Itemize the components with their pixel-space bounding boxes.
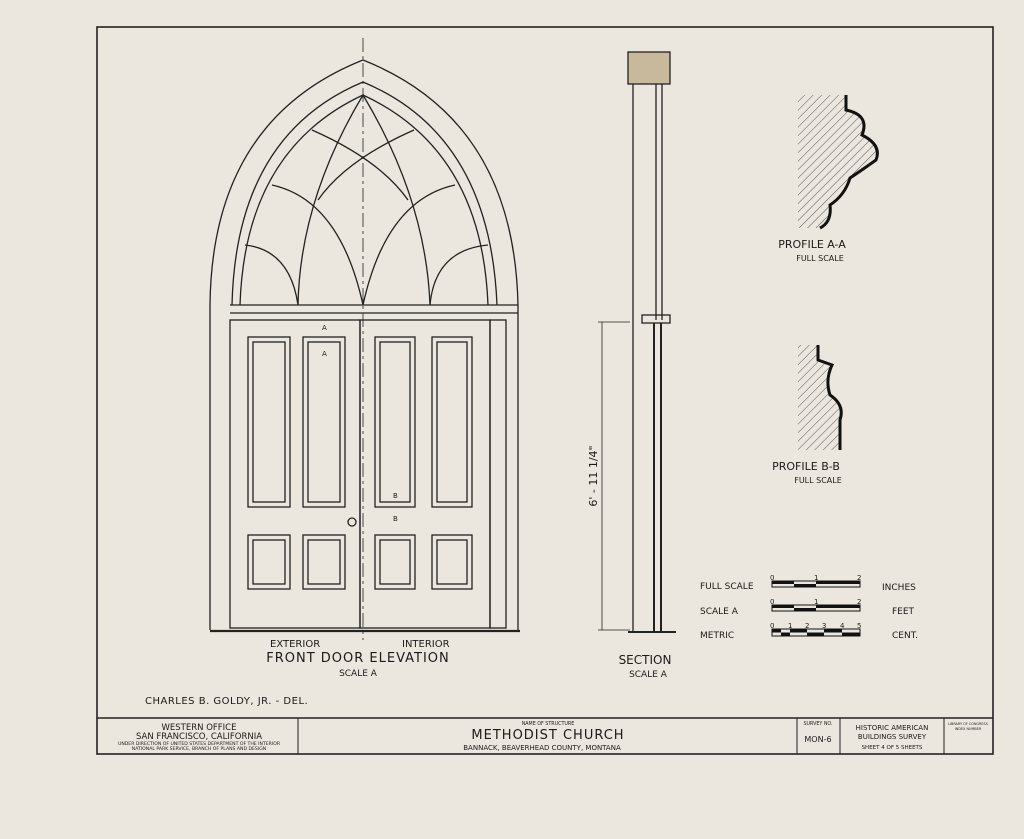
elevation-scale: SCALE A [339,669,378,679]
office: WESTERN OFFICE [162,723,237,733]
mark-a1: A [322,324,327,332]
tick: 2 [805,622,809,630]
scale-a-unit: FEET [892,607,915,617]
tick: 3 [822,622,826,630]
service: NATIONAL PARK SERVICE, BRANCH OF PLANS A… [132,746,266,752]
scale-metric-unit: CENT. [892,631,918,641]
city: SAN FRANCISCO, CALIFORNIA [136,732,262,742]
sheet-number: SHEET 4 OF 5 SHEETS [862,745,923,751]
survey-number: MON-6 [804,735,831,744]
mark-b1: B [393,492,398,500]
tick: 2 [857,598,861,606]
habs-line2: BUILDINGS SURVEY [858,733,927,741]
tick: 1 [814,598,818,606]
door-section [598,51,676,633]
scale-metric-label: METRIC [700,631,734,641]
profile-b-title: PROFILE B-B [772,460,840,473]
delineator: CHARLES B. GOLDY, JR. - DEL. [145,696,308,707]
profile-b-scale: FULL SCALE [794,476,842,485]
sheet-border [96,26,994,755]
front-door-elevation [209,38,520,640]
tick: 4 [840,622,845,630]
profile-a-title: PROFILE A-A [778,238,846,251]
tick: 0 [770,598,774,606]
section-title: SECTION [619,653,672,667]
direction: UNDER DIRECTION OF UNITED STATES DEPARTM… [118,741,281,747]
tick: 1 [788,622,792,630]
tick: 0 [770,574,774,582]
tick: 0 [770,622,774,630]
mark-a2: A [322,350,327,358]
survey-label: SURVEY NO. [803,721,832,727]
title-block [97,717,993,754]
section-dimension: 6' - 11 1/4" [587,445,600,506]
tick: 5 [857,622,861,630]
profile-b-b [798,345,843,450]
habs-line1: HISTORIC AMERICAN [856,724,929,732]
tick: 1 [814,574,818,582]
scale-a-label: SCALE A [700,607,739,617]
structure-name: METHODIST CHURCH [471,728,624,743]
tick: 2 [857,574,861,582]
exterior-label: EXTERIOR [270,639,320,650]
structure-name-label: NAME OF STRUCTURE [522,721,575,727]
interior-label: INTERIOR [402,639,450,650]
section-scale: SCALE A [629,670,668,680]
profile-a-a [798,95,879,230]
structure-location: BANNACK, BEAVERHEAD COUNTY, MONTANA [463,744,621,752]
loc-line2: INDEX NUMBER [955,727,982,731]
mark-b2: B [393,515,398,523]
loc-line1: LIBRARY OF CONGRESS [948,722,988,726]
profile-a-scale: FULL SCALE [796,254,844,263]
elevation-title: FRONT DOOR ELEVATION [266,651,450,666]
scale-bars: FULL SCALE SCALE A METRIC INCHES FEET CE… [700,574,918,641]
scale-full-label: FULL SCALE [700,582,754,592]
scale-full-unit: INCHES [882,583,916,593]
